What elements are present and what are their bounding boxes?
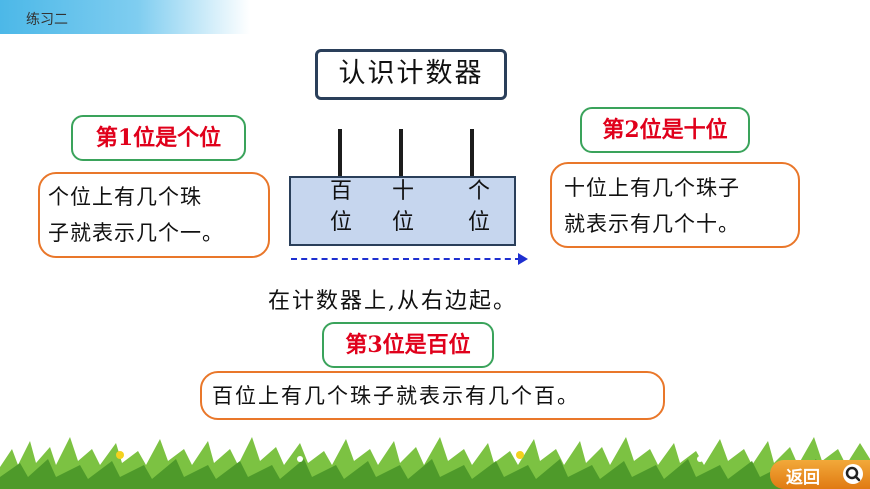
- grass-decoration: [0, 437, 870, 489]
- label-hundreds-place: 第3位是百位: [322, 322, 494, 368]
- abacus-column-hundreds-top: 百: [329, 179, 352, 204]
- page-title: 认识计数器: [315, 49, 507, 100]
- search-icon: [843, 464, 863, 484]
- desc-ones-place: 个位上有几个珠 子就表示几个一。: [38, 172, 270, 258]
- back-button-label: 返回: [786, 468, 820, 488]
- abacus-column-ones-bottom: 位: [467, 210, 490, 235]
- direction-arrow-line: [291, 258, 521, 260]
- abacus-column-tens-bottom: 位: [391, 210, 414, 235]
- label-ones-place: 第1位是个位: [71, 115, 246, 161]
- abacus-frame: [289, 176, 516, 246]
- header-title: 练习二: [26, 12, 68, 28]
- desc-tens-line-2: 就表示有几个十。: [564, 212, 740, 236]
- abacus-column-hundreds-bottom: 位: [329, 210, 352, 235]
- desc-tens-place: 十位上有几个珠子 就表示有几个十。: [550, 162, 800, 248]
- abacus-rod-hundreds: [338, 129, 342, 177]
- abacus-column-ones: 个 位: [459, 176, 499, 238]
- abacus-column-tens: 十 位: [383, 176, 423, 238]
- direction-arrow-head: [518, 253, 528, 265]
- abacus-column-tens-top: 十: [391, 179, 414, 204]
- back-button[interactable]: 返回: [770, 460, 870, 489]
- desc-ones-line-2: 子就表示几个一。: [48, 221, 224, 245]
- label-tens-place: 第2位是十位: [580, 107, 750, 153]
- abacus-column-ones-top: 个: [467, 179, 490, 204]
- desc-hundreds-line: 百位上有几个珠子就表示有几个百。: [212, 384, 580, 408]
- direction-sentence: 在计数器上,从右边起。: [268, 289, 517, 314]
- desc-ones-line-1: 个位上有几个珠: [48, 185, 202, 209]
- abacus-rod-tens: [399, 129, 403, 177]
- header-bar: [0, 0, 250, 34]
- desc-hundreds-place: 百位上有几个珠子就表示有几个百。: [200, 371, 665, 420]
- abacus-column-hundreds: 百 位: [321, 176, 361, 238]
- abacus-rod-ones: [470, 129, 474, 177]
- desc-tens-line-1: 十位上有几个珠子: [564, 176, 740, 200]
